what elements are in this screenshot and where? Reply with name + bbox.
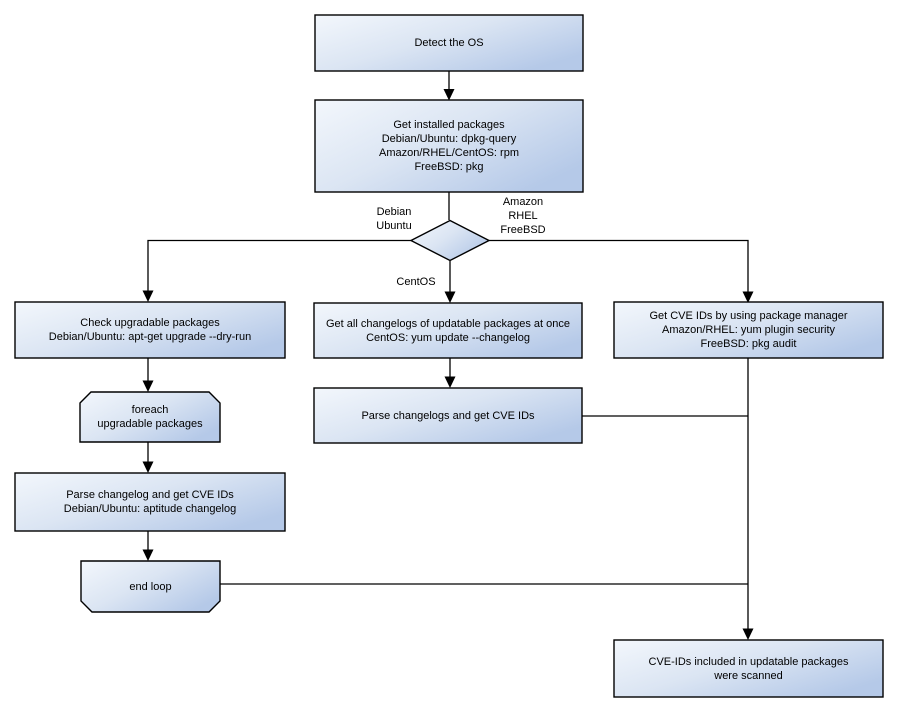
node-shape-parse-changelog-deb [14, 472, 286, 532]
node-shape-end-loop [80, 560, 221, 613]
node-shape-detect-os [314, 14, 584, 72]
connectors [147, 71, 749, 630]
node-shape-os-decision [409, 219, 491, 262]
arrowhead [443, 89, 455, 101]
arrowhead [142, 290, 154, 302]
node-shape-scanned [613, 639, 884, 698]
node-shape-check-upgradable [14, 301, 286, 359]
node-shape-get-installed-packages [314, 99, 584, 193]
node-shape-foreach-loop [79, 391, 221, 443]
arrowhead [142, 380, 154, 392]
arrowheads [142, 89, 754, 640]
node-shape-get-all-changelogs [313, 302, 583, 359]
node-shape-parse-changelogs-centos [313, 387, 583, 444]
node-shapes [14, 14, 884, 698]
edge-decision-to-check [147, 239, 412, 292]
arrowhead [444, 376, 456, 388]
arrowhead [142, 461, 154, 473]
node-shape-get-cve-pkg-manager [613, 301, 884, 359]
arrowhead [142, 549, 154, 561]
edge-decision-to-getcve [488, 239, 749, 293]
arrowhead [444, 291, 456, 303]
arrowhead [742, 628, 754, 640]
arrowhead [742, 291, 754, 303]
